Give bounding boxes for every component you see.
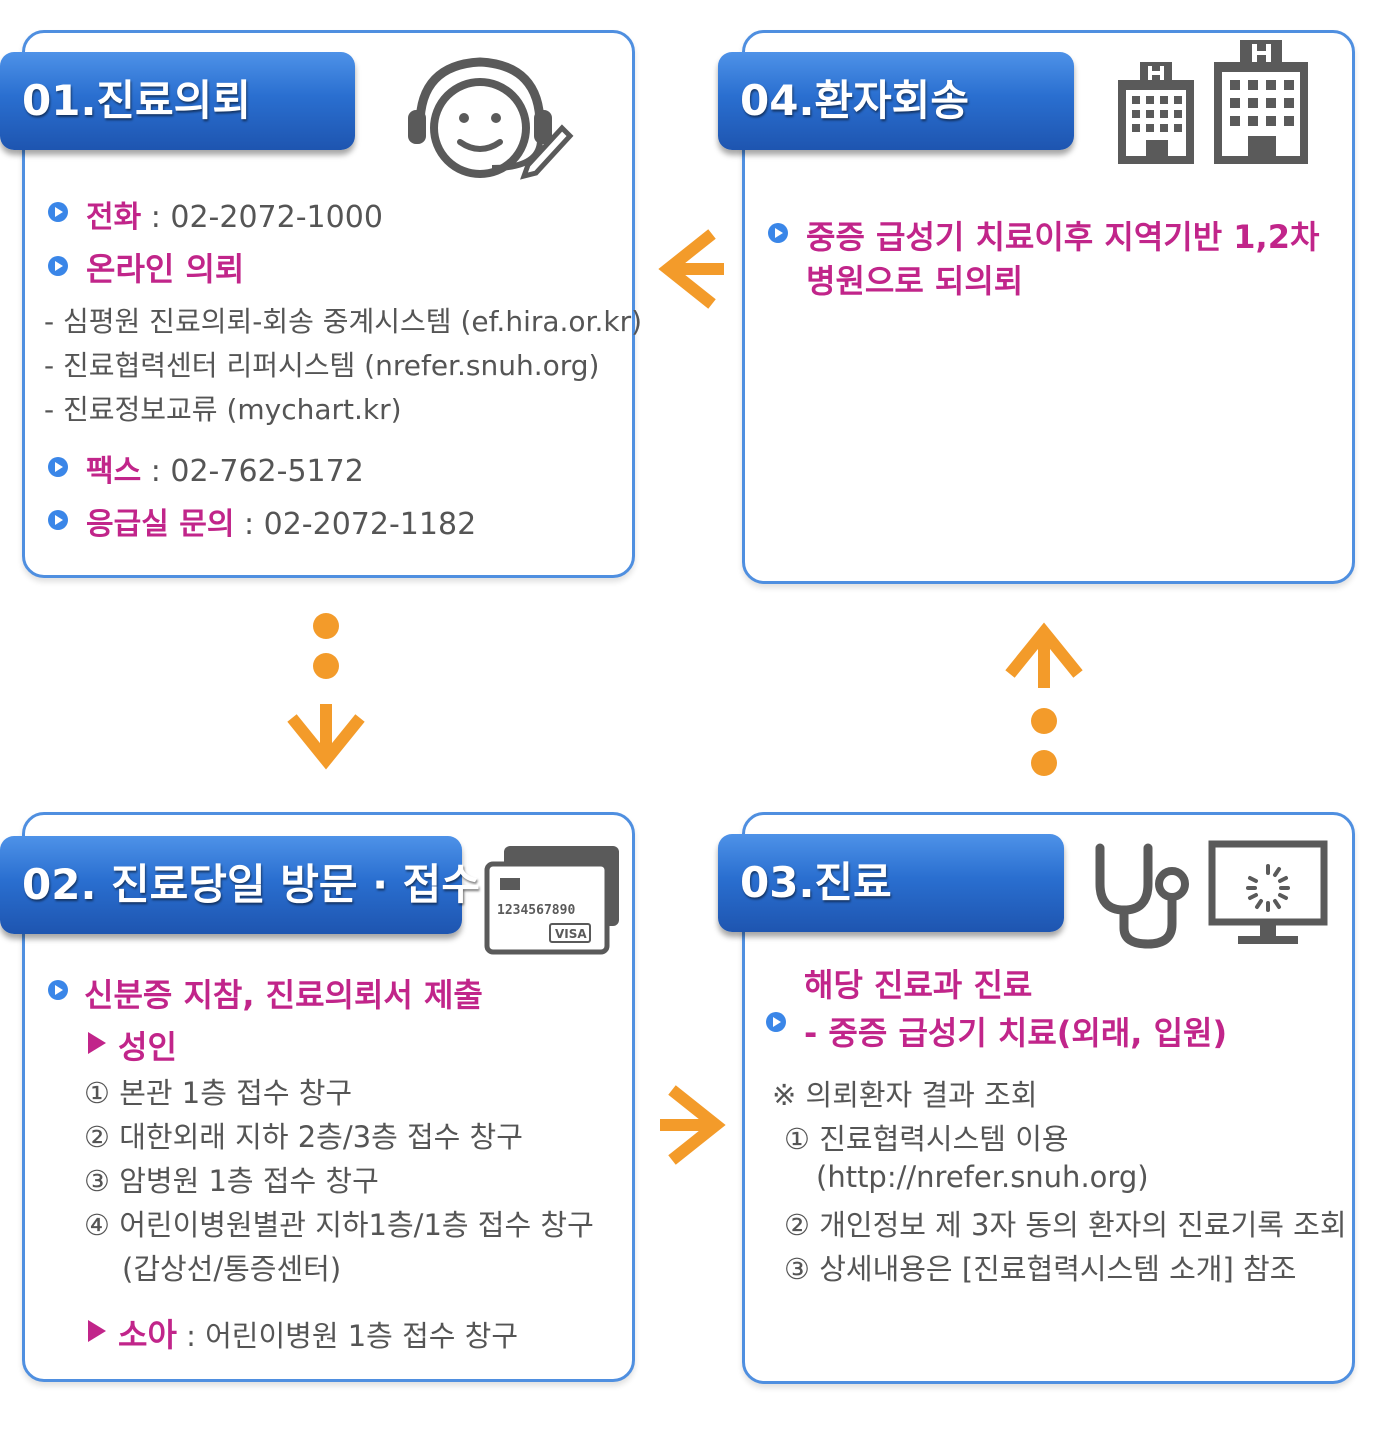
er-row: 응급실 문의 : 02-2072-1182 xyxy=(86,499,476,543)
fax-value: : 02-762-5172 xyxy=(141,454,364,489)
adult-label: 성인 xyxy=(118,1028,177,1066)
step4-line1: 중증 급성기 치료이후 지역기반 1,2차 xyxy=(806,218,1320,256)
er-label: 응급실 문의 xyxy=(86,507,235,542)
adult-item: ① 본관 1층 접수 창구 xyxy=(84,1076,353,1110)
bullet-icon xyxy=(48,256,68,276)
er-value: : 02-2072-1182 xyxy=(234,507,477,542)
triangle-icon xyxy=(88,1320,106,1342)
connector-dot xyxy=(313,613,339,639)
phone-row: 전화 : 02-2072-1000 xyxy=(86,192,383,236)
adult-item: (갑상선/통증센터) xyxy=(122,1252,342,1286)
arrow-down-icon xyxy=(287,704,365,770)
bullet-icon xyxy=(48,457,68,477)
step1-title: 01.진료의뢰 xyxy=(0,52,355,150)
step2-title: 02. 진료당일 방문 · 접수 xyxy=(0,836,480,934)
adult-item: ③ 암병원 1층 접수 창구 xyxy=(84,1164,379,1198)
hospital-buildings-icon xyxy=(1118,40,1308,164)
phone-label: 전화 xyxy=(86,200,142,235)
triangle-icon xyxy=(88,1032,106,1054)
connector-dot xyxy=(1031,750,1057,776)
adult-item: ④ 어린이병원별관 지하1층/1층 접수 창구 xyxy=(84,1208,594,1242)
bullet-icon xyxy=(768,223,788,243)
card-number: 1234567890 xyxy=(497,903,575,918)
step3-note-item: (http://nrefer.snuh.org) xyxy=(816,1160,1149,1194)
phone-value: : 02-2072-1000 xyxy=(141,200,383,235)
connector-dot xyxy=(313,653,339,679)
arrow-left-icon xyxy=(658,229,724,309)
step3-note-title: ※ 의뢰환자 결과 조회 xyxy=(772,1078,1038,1112)
step3-title: 03.진료 xyxy=(718,834,1064,932)
stethoscope-icon xyxy=(1095,843,1189,949)
online-item: - 진료정보교류 (mychart.kr) xyxy=(44,393,402,426)
step3-line1: 해당 진료과 진료 xyxy=(804,966,1033,1004)
headset-operator-icon xyxy=(408,57,574,180)
step2-main-label: 신분증 지참, 진료의뢰서 제출 xyxy=(84,976,483,1014)
fax-row: 팩스 : 02-762-5172 xyxy=(86,446,364,490)
child-label: 소아 xyxy=(118,1316,177,1354)
step4-line2: 병원으로 되의뢰 xyxy=(806,262,1024,300)
fax-label: 팩스 xyxy=(86,454,142,489)
connector-dot xyxy=(1031,708,1057,734)
bullet-icon xyxy=(48,510,68,530)
card-brand: VISA xyxy=(555,927,587,941)
arrow-right-icon xyxy=(660,1085,726,1165)
child-row: 소아 : 어린이병원 1층 접수 창구 xyxy=(118,1310,518,1356)
step3-note-item: ③ 상세내용은 [진료협력시스템 소개] 참조 xyxy=(784,1252,1297,1286)
online-item: - 심평원 진료의뢰-회송 중계시스템 (ef.hira.or.kr) xyxy=(44,305,643,338)
computer-monitor-icon xyxy=(1208,840,1328,944)
arrow-up-icon xyxy=(1005,622,1083,688)
credit-card-icon: 1234567890 VISA xyxy=(484,846,619,955)
step4-title: 04.환자회송 xyxy=(718,52,1074,150)
step3-note-item: ① 진료협력시스템 이용 xyxy=(784,1122,1069,1156)
adult-item: ② 대한외래 지하 2층/3층 접수 창구 xyxy=(84,1120,523,1154)
online-referral-label: 온라인 의뢰 xyxy=(86,250,245,288)
online-item: - 진료협력센터 리퍼시스템 (nrefer.snuh.org) xyxy=(44,349,600,382)
child-value: : 어린이병원 1층 접수 창구 xyxy=(176,1319,519,1353)
step3-line2: - 중증 급성기 치료(외래, 입원) xyxy=(804,1014,1228,1052)
bullet-icon xyxy=(766,1012,786,1032)
step3-note-item: ② 개인정보 제 3자 동의 환자의 진료기록 조회 xyxy=(784,1208,1347,1242)
bullet-icon xyxy=(48,980,68,1000)
bullet-icon xyxy=(48,202,68,222)
